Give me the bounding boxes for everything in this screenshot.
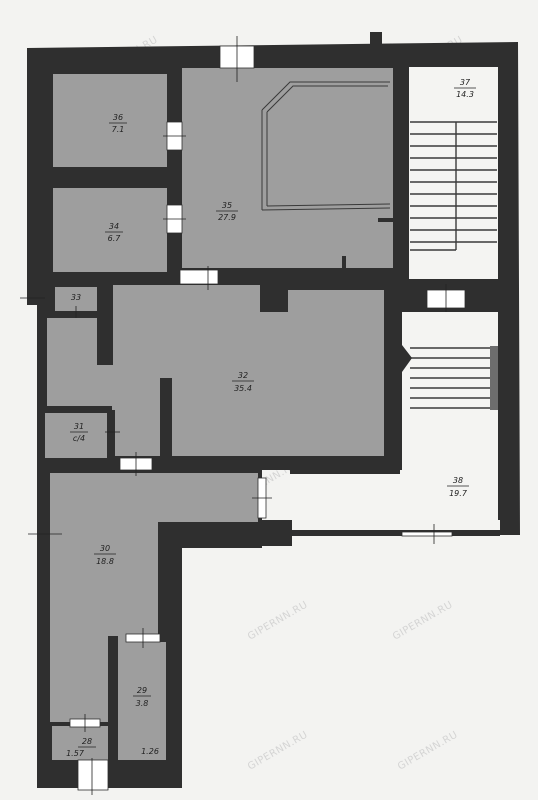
watermark: GIPERNN.RU xyxy=(391,599,455,642)
room-32-number: 32 xyxy=(238,371,248,380)
room-35-niche xyxy=(261,81,394,270)
door-ticks xyxy=(20,36,447,795)
room-34-number: 34 xyxy=(109,222,119,231)
room-35-label: 35 27.9 xyxy=(216,201,238,222)
room-34-area: 6.7 xyxy=(108,234,122,243)
room-36-number: 36 xyxy=(113,113,123,122)
room-38-area: 19.7 xyxy=(449,489,468,498)
room-35 xyxy=(182,68,393,268)
room-32 xyxy=(47,285,384,456)
room-33-number: 33 xyxy=(71,293,81,302)
room-31-area: c/4 xyxy=(73,434,85,443)
room-37 xyxy=(409,67,498,279)
room-labels: 36 7.1 35 27.9 34 6.7 37 14.3 33 32 xyxy=(66,78,476,758)
room-29-area: 3.8 xyxy=(136,699,149,708)
room-28-label: 28 1.57 xyxy=(66,737,96,758)
room-30-label: 30 18.8 xyxy=(94,544,116,566)
room-33-label: 33 xyxy=(71,293,81,302)
room-37-label: 37 14.3 xyxy=(454,78,476,99)
room-34 xyxy=(53,188,167,272)
room-38-number: 38 xyxy=(453,476,463,485)
room-28 xyxy=(52,726,110,760)
room-36-area: 7.1 xyxy=(112,125,125,134)
room-30-area: 18.8 xyxy=(96,557,114,566)
inner-walls xyxy=(97,290,500,766)
staircase-38 xyxy=(402,345,498,410)
room-29-secondary-area: 1.26 xyxy=(141,747,159,756)
room-29-label: 29 3.8 1.26 xyxy=(133,686,159,756)
room-28-number: 28 xyxy=(82,737,92,746)
room-32-area: 35.4 xyxy=(234,384,252,393)
room-30 xyxy=(50,473,258,722)
watermark: GIPERNN.RU xyxy=(396,729,460,772)
room-29-number: 29 xyxy=(137,686,147,695)
room-37-area: 14.3 xyxy=(456,90,474,99)
room-31 xyxy=(45,413,107,458)
staircase-37 xyxy=(410,121,497,251)
room-30-number: 30 xyxy=(100,544,110,553)
room-32-label: 32 35.4 xyxy=(232,371,254,393)
room-31-label: 31 c/4 xyxy=(70,422,88,443)
room-37-number: 37 xyxy=(460,78,471,87)
rooms xyxy=(45,67,498,760)
room-34-label: 34 6.7 xyxy=(105,222,123,243)
room-28-area: 1.57 xyxy=(66,749,85,758)
room-29 xyxy=(118,642,166,760)
room-38-label: 38 19.7 xyxy=(447,476,469,498)
room-35-number: 35 xyxy=(222,201,232,210)
room-36-label: 36 7.1 xyxy=(109,113,127,134)
room-36 xyxy=(53,74,167,167)
room-38 xyxy=(290,312,498,520)
watermark: GIPERNN.RU xyxy=(246,599,310,642)
watermark: GIPERNN.RU xyxy=(246,729,310,772)
room-31-number: 31 xyxy=(74,422,84,431)
room-35-area: 27.9 xyxy=(218,213,236,222)
